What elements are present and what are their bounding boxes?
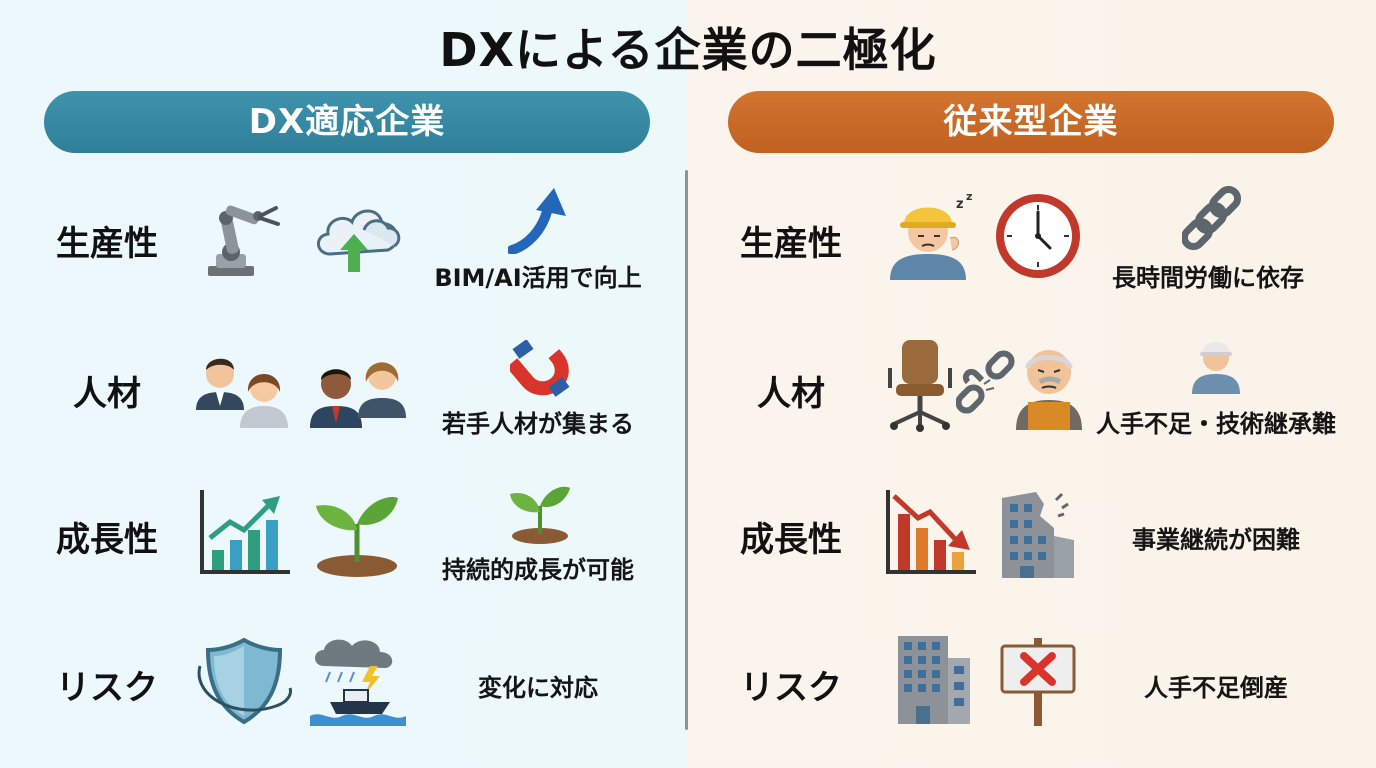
dx-caption-talent: 若手人材が集まる xyxy=(442,410,634,438)
arrow-up-icon xyxy=(508,188,566,254)
traditional-row-label-growth: 成長性 xyxy=(740,520,842,560)
traditional-caption-talent: 人手不足・技術継承難 xyxy=(1096,410,1336,438)
decline-chart-icon xyxy=(886,490,976,574)
broken-chain-icon xyxy=(956,350,1015,414)
dx-row-label-productivity: 生産性 xyxy=(56,224,158,264)
elderly-worker-icon xyxy=(1192,342,1240,394)
dx-header: DX適応企業 xyxy=(44,91,650,153)
traditional-caption-growth: 事業継続が困難 xyxy=(1132,526,1300,554)
svg-text:z: z xyxy=(956,197,964,212)
elderly-worker-icon xyxy=(1016,350,1082,430)
growth-chart-icon xyxy=(200,490,290,574)
tired-worker-icon: z z xyxy=(890,190,972,280)
svg-text:z: z xyxy=(966,190,972,203)
dx-caption-productivity: BIM/AI活用で向上 xyxy=(434,264,642,292)
traditional-row-label-productivity: 生産性 xyxy=(740,224,842,264)
column-divider xyxy=(685,170,688,730)
storm-ship-icon xyxy=(310,639,406,726)
traditional-row-label-talent: 人材 xyxy=(757,374,825,414)
dx-caption-risk: 変化に対応 xyxy=(478,674,598,702)
cloud-upload-icon xyxy=(317,209,401,272)
empty-chair-icon xyxy=(888,340,952,432)
traditional-caption-productivity: 長時間労働に依存 xyxy=(1112,264,1304,292)
young-worker-pair-icon xyxy=(196,358,288,428)
dx-row-label-growth: 成長性 xyxy=(56,520,158,560)
young-worker-pair-icon xyxy=(310,362,406,428)
sprout-icon xyxy=(316,497,398,577)
dx-row-label-risk: リスク xyxy=(56,668,158,708)
clock-icon xyxy=(996,194,1080,278)
traditional-caption-risk: 人手不足倒産 xyxy=(1144,674,1288,702)
magnet-icon xyxy=(510,340,570,397)
page-title: DXによる企業の二極化 xyxy=(439,23,937,77)
office-building-icon xyxy=(898,636,970,724)
crumbling-building-icon xyxy=(1002,492,1074,578)
x-sign-icon xyxy=(1000,638,1076,726)
robot-arm-icon xyxy=(208,205,280,276)
shield-icon xyxy=(197,637,292,725)
dx-row-label-talent: 人材 xyxy=(73,374,141,414)
chain-icon xyxy=(1182,186,1242,250)
sprout-icon xyxy=(510,486,570,544)
traditional-header: 従来型企業 xyxy=(728,91,1334,153)
dx-caption-growth: 持続的成長が可能 xyxy=(442,556,634,584)
traditional-row-label-risk: リスク xyxy=(740,668,842,708)
